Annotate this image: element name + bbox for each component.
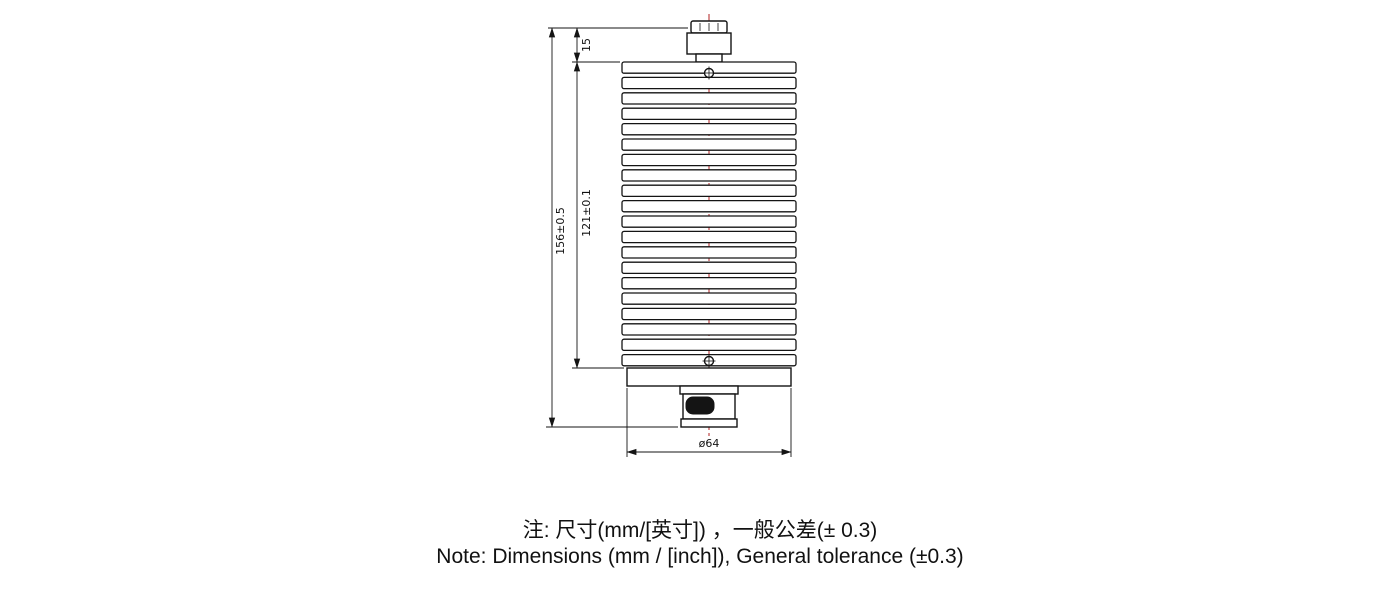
base-plate: [626, 367, 792, 387]
dim-label-fin-section: 121±0.1: [580, 189, 593, 237]
fin: [621, 230, 797, 244]
bottom-connector-ring: [680, 418, 738, 428]
dim-label-top-section: 15: [580, 38, 593, 52]
dim-label-overall-height: 156±0.5: [554, 207, 567, 255]
fin: [621, 138, 797, 151]
fin: [621, 107, 797, 121]
fin: [621, 246, 797, 259]
top-connector: [686, 20, 732, 63]
fin: [621, 276, 797, 290]
top-screw: [702, 66, 716, 80]
heatsink-fins: [621, 61, 797, 367]
bottom-screw: [702, 354, 716, 368]
fin: [621, 292, 797, 305]
fin: [621, 215, 797, 228]
bottom-connector: [679, 385, 739, 428]
fin: [621, 199, 797, 213]
note-line-english: Note: Dimensions (mm / [inch]), General …: [436, 545, 963, 568]
fin: [621, 184, 797, 198]
fin: [621, 153, 797, 167]
bottom-connector-flange: [679, 385, 739, 395]
dim-label-base-diameter: ø64: [699, 437, 720, 450]
bottom-connector-opening: [685, 396, 715, 415]
fin: [621, 323, 797, 336]
top-connector-neck: [695, 53, 723, 63]
note-line-chinese: 注: 尺寸(mm/[英寸]) ，一般公差(± 0.3): [523, 519, 878, 542]
top-connector-body: [686, 32, 732, 55]
extension-lines: [546, 27, 792, 457]
fin: [621, 92, 797, 105]
fin: [621, 338, 797, 352]
fin: [621, 122, 797, 136]
fin: [621, 261, 797, 275]
fin: [621, 169, 797, 182]
fin: [621, 307, 797, 321]
